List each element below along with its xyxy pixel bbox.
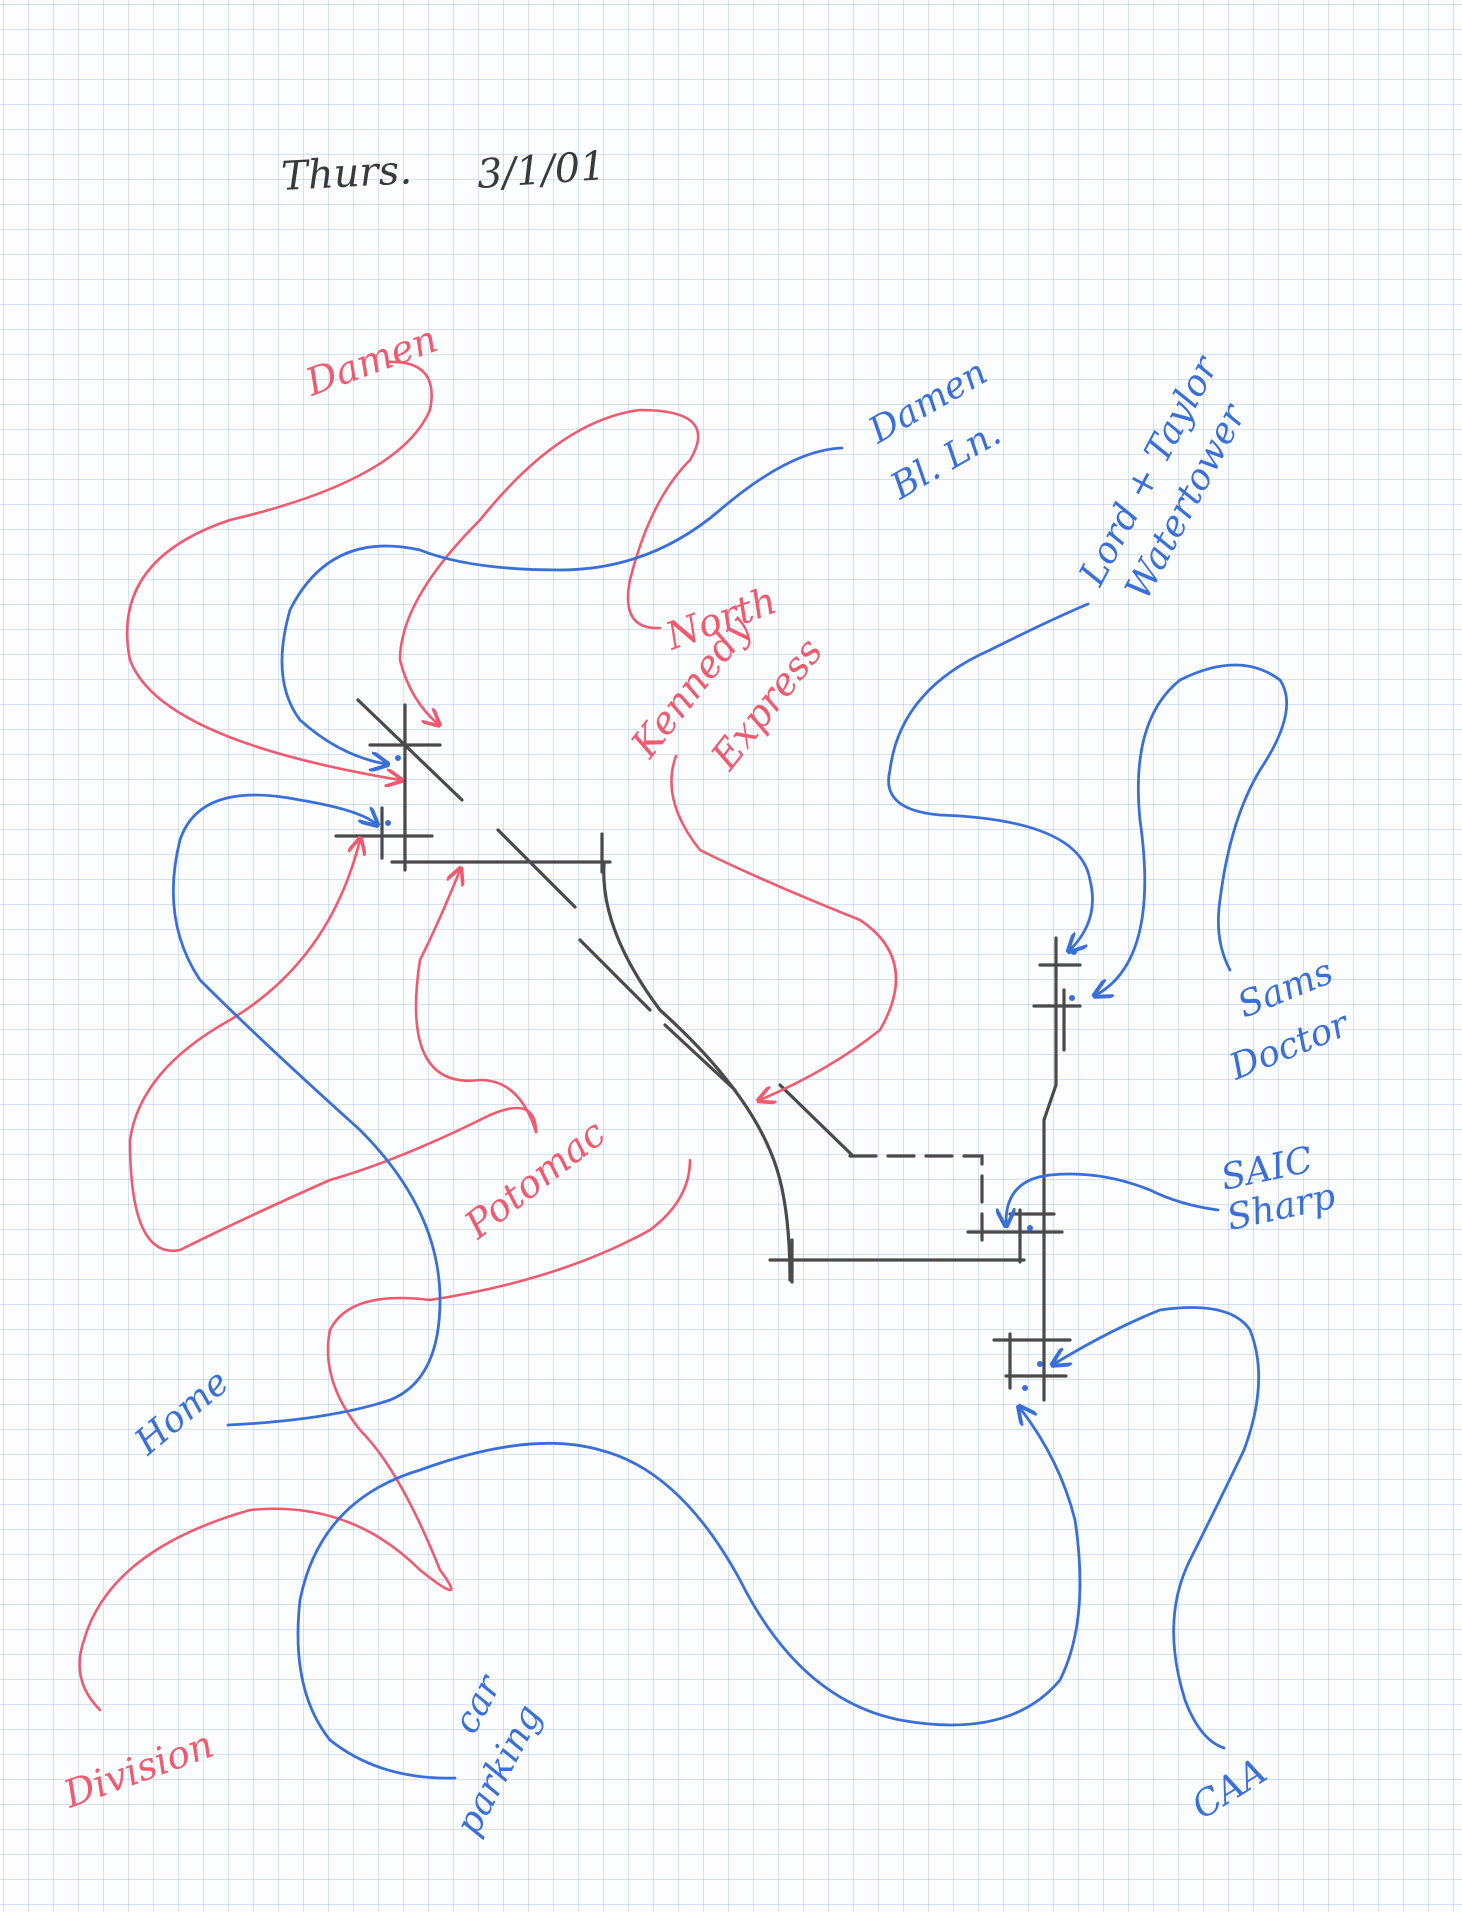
route-caa: [1054, 1306, 1261, 1750]
route-lord-taylor: [887, 602, 1094, 950]
label-division: Division: [57, 1722, 219, 1817]
location-dot: [1027, 1225, 1033, 1231]
dashed-route: [848, 1154, 984, 1242]
route-damen: [125, 360, 433, 780]
vertical-street-right-lower: [1042, 1083, 1058, 1402]
route-sams-doctor: [1096, 663, 1289, 995]
location-dot: [1069, 995, 1075, 1001]
date-label: 3/1/01: [475, 143, 607, 198]
street-map: [334, 698, 1082, 1402]
location-dot: [395, 755, 401, 761]
route-north: [398, 408, 700, 724]
label-damen-red: Damen: [299, 317, 443, 405]
route-kennedy: [670, 754, 898, 1100]
diagonal-street-express-1: [578, 938, 652, 1012]
curved-expressway: [602, 862, 792, 1282]
diagonal-street-express-2: [663, 1023, 737, 1092]
diagonal-street-express-3: [778, 1083, 854, 1157]
location-dot: [1022, 1385, 1028, 1391]
label-home: Home: [127, 1362, 237, 1464]
route-car-parking: [296, 1408, 1082, 1780]
location-dot: [1037, 1361, 1043, 1367]
label-caa: CAA: [1185, 1751, 1274, 1828]
diagonal-street-upper: [356, 698, 464, 802]
diagonal-street-lower: [496, 828, 577, 909]
route-potomac-alt: [414, 870, 538, 1134]
route-home: [171, 793, 442, 1427]
route-potomac: [128, 840, 538, 1253]
location-dot: [385, 820, 391, 826]
route-saic-sharp: [1006, 1172, 1220, 1224]
route-division: [78, 1158, 692, 1712]
day-label: Thurs.: [280, 147, 413, 200]
route-damen-blue-line: [280, 446, 844, 764]
